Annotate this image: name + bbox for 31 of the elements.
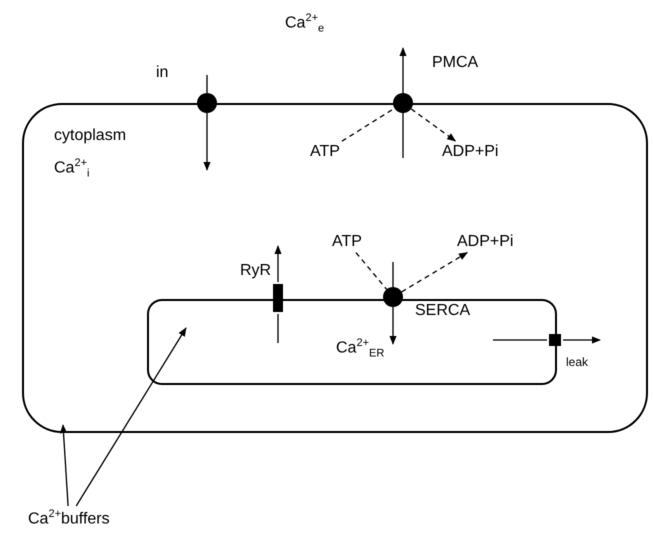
dashed-arrow xyxy=(410,108,456,142)
channel-label: RyR xyxy=(240,262,272,280)
molecule-label: ADP+Pi xyxy=(457,233,514,251)
molecule-label: ATP xyxy=(332,233,362,251)
channel-label: SERCA xyxy=(415,302,470,320)
flux-line xyxy=(392,262,394,287)
molecule-label: ADP+Pi xyxy=(442,143,498,161)
organelle-outline xyxy=(147,299,557,385)
flux-line xyxy=(277,314,279,343)
channel-dot xyxy=(393,93,413,113)
flux-arrow xyxy=(389,307,397,345)
flux-arrow xyxy=(563,336,601,344)
dashed-line xyxy=(356,252,388,290)
leader-line xyxy=(60,424,69,506)
channel-label: in xyxy=(156,64,168,82)
flux-line xyxy=(493,339,547,341)
cell-outline xyxy=(22,103,648,433)
flux-line xyxy=(206,75,208,93)
leader-line xyxy=(76,327,187,506)
molecule-label: ATP xyxy=(310,143,340,161)
dashed-arrow xyxy=(401,252,468,292)
flux-arrow xyxy=(203,113,211,171)
region-label: cytoplasm xyxy=(54,127,126,145)
channel-dot xyxy=(197,93,217,113)
channel-label: PMCA xyxy=(432,54,478,72)
flux-arrow xyxy=(274,245,282,282)
dashed-line xyxy=(342,108,395,142)
ion-label: Ca$^{2+}$buffers xyxy=(28,508,110,528)
channel-label: leak xyxy=(566,356,588,370)
flux-line xyxy=(402,113,404,158)
flux-arrow xyxy=(399,47,407,93)
